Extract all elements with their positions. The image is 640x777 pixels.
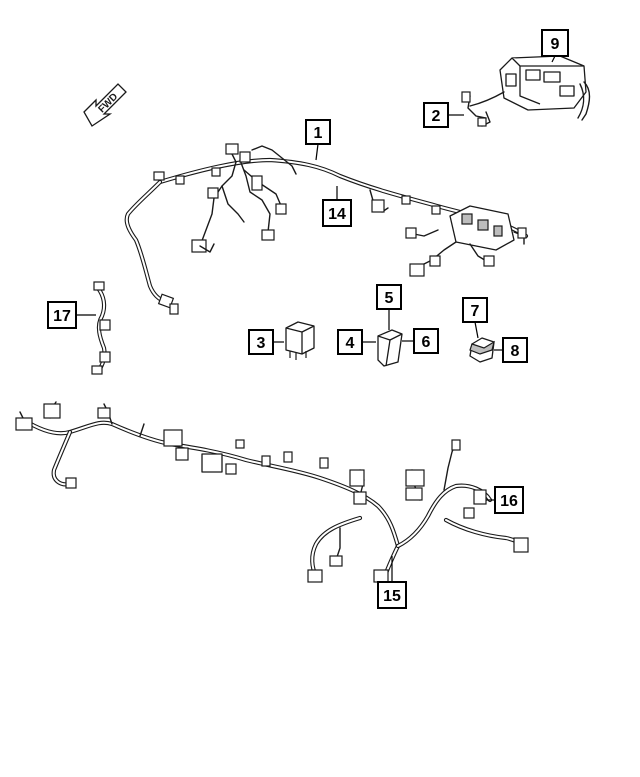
fuse — [377, 329, 403, 367]
callout-17: 17 — [47, 301, 96, 329]
mini-fuse — [469, 337, 495, 363]
svg-text:8: 8 — [511, 343, 520, 360]
callout-3: 3 — [248, 329, 284, 355]
svg-text:2: 2 — [432, 108, 441, 125]
instrument-panel-wiring-harness — [124, 143, 529, 315]
callout-1: 1 — [305, 119, 331, 161]
direction-arrow-icon: FWD — [83, 83, 127, 127]
svg-text:7: 7 — [471, 303, 480, 320]
svg-text:3: 3 — [257, 335, 266, 352]
svg-text:9: 9 — [551, 36, 560, 53]
relay — [285, 321, 315, 360]
svg-text:17: 17 — [53, 308, 71, 325]
callout-5: 5 — [376, 284, 402, 330]
svg-text:4: 4 — [346, 335, 355, 352]
front-end-wiring-harness — [15, 401, 529, 583]
jumper-harness — [91, 281, 111, 375]
callout-2: 2 — [423, 102, 464, 128]
svg-text:14: 14 — [328, 206, 346, 223]
svg-text:1: 1 — [314, 125, 323, 142]
callout-14: 14 — [322, 186, 352, 227]
callout-7: 7 — [462, 297, 488, 339]
callout-8: 8 — [494, 337, 528, 363]
svg-text:6: 6 — [422, 334, 431, 351]
callout-15: 15 — [377, 556, 407, 609]
svg-text:16: 16 — [500, 493, 518, 510]
svg-text:15: 15 — [383, 588, 401, 605]
callout-16: 16 — [486, 486, 524, 514]
svg-text:5: 5 — [385, 290, 394, 307]
power-distribution-center — [461, 55, 591, 127]
callout-6: 6 — [402, 328, 439, 354]
callout-9: 9 — [541, 29, 569, 63]
callout-4: 4 — [337, 329, 376, 355]
